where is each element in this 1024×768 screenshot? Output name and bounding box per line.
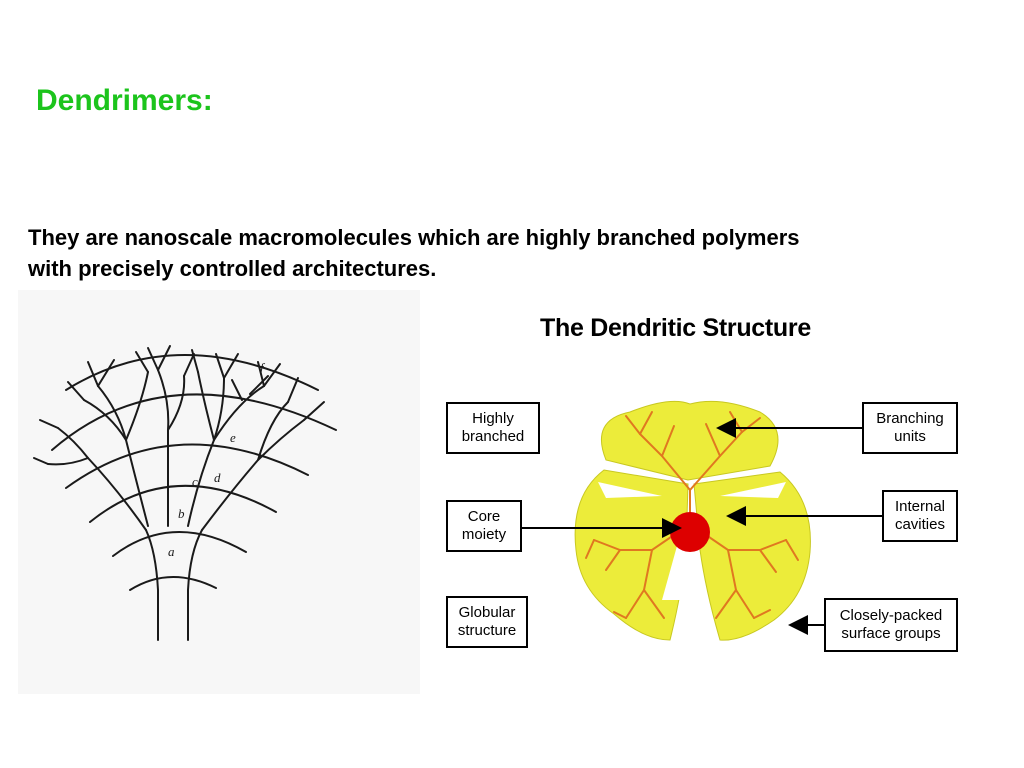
- label-branching-units-line-2: units: [894, 428, 926, 445]
- label-branching-units-line-1: Branching: [876, 410, 944, 427]
- label-internal-cavities-line-2: cavities: [894, 516, 945, 533]
- tree-letter-d: d: [214, 470, 221, 485]
- label-internal-cavities: Internal cavities: [882, 490, 958, 542]
- slide-title: Dendrimers:: [36, 84, 213, 117]
- label-branching-units: Branching units: [862, 402, 958, 454]
- label-highly-branched: Highly branched: [446, 402, 540, 454]
- tree-illustration: f e d c b a: [18, 290, 420, 694]
- description-line-1: They are nanoscale macromolecules which …: [28, 225, 800, 250]
- tree-letter-c: c: [192, 474, 198, 489]
- dendritic-structure-diagram: The Dendritic Structure: [430, 300, 990, 680]
- label-globular-structure-line-1: Globular: [458, 604, 516, 621]
- surface-lobe-left: [574, 469, 689, 641]
- tree-letter-e: e: [230, 430, 236, 445]
- dendrimer-graphic: [522, 400, 882, 641]
- tree-letter-a: a: [168, 544, 175, 559]
- label-internal-cavities-line-1: Internal: [894, 498, 946, 515]
- diagram-title: The Dendritic Structure: [540, 314, 811, 342]
- description-line-2: with precisely controlled architectures.: [28, 256, 437, 281]
- label-surface-groups-line-2: surface groups: [841, 625, 941, 642]
- tree-letter-f: f: [260, 360, 266, 375]
- label-core-moiety: Core moiety: [446, 500, 522, 552]
- label-highly-branched-line-2: branched: [461, 428, 525, 445]
- label-core-moiety-line-2: moiety: [461, 526, 507, 543]
- surface-lobe-top: [601, 400, 779, 481]
- tree-letter-b: b: [178, 506, 185, 521]
- label-globular-structure-line-2: structure: [457, 622, 517, 639]
- label-surface-groups-line-1: Closely-packed: [839, 607, 943, 624]
- label-surface-groups: Closely-packed surface groups: [824, 598, 958, 652]
- description-text: They are nanoscale macromolecules which …: [28, 222, 958, 284]
- core-circle: [670, 512, 710, 552]
- label-globular-structure: Globular structure: [446, 596, 528, 648]
- label-highly-branched-line-1: Highly: [472, 410, 514, 427]
- surface-lobe-right: [693, 471, 811, 641]
- label-core-moiety-line-1: Core: [467, 508, 501, 525]
- tree-sketch: f e d c b a: [33, 345, 337, 641]
